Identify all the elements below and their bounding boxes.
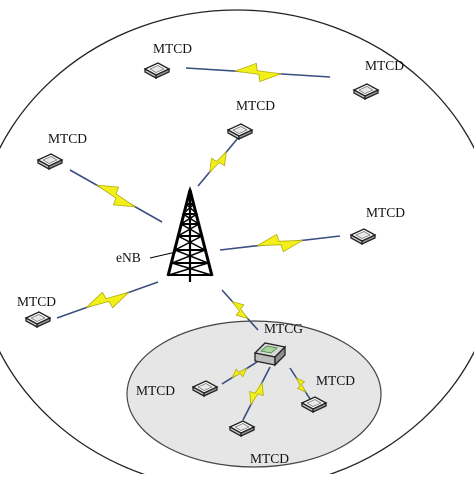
device-icon [37, 153, 63, 170]
enb-label: eNB [116, 250, 141, 265]
lightning-bolt-icon [86, 291, 129, 309]
device-label: MTCD [17, 294, 56, 309]
device-icon [227, 123, 253, 140]
gateway-label: MTCG [264, 321, 303, 336]
device-label: MTCD [250, 451, 289, 466]
device-label: MTCD [136, 383, 175, 398]
device-label: MTCD [365, 58, 404, 73]
gateway-router-icon [253, 342, 287, 367]
device-label: MTCD [236, 98, 275, 113]
enb-tower-icon [166, 186, 214, 282]
macro-cell-boundary [0, 9, 474, 479]
lightning-bolt-icon [231, 367, 248, 379]
lightning-bolt-icon [249, 381, 264, 406]
lightning-bolt-icon [96, 184, 136, 208]
device-icon [350, 228, 376, 245]
lightning-bolt-icon [295, 377, 307, 393]
device-label: MTCD [316, 373, 355, 388]
lightning-bolt-icon [231, 300, 249, 320]
device-label: MTCD [153, 41, 192, 56]
device-icon [144, 62, 170, 79]
device-icon [353, 83, 379, 100]
device-icon [25, 311, 51, 328]
lightning-bolt-icon [256, 233, 304, 253]
enb-label-leader [149, 251, 177, 259]
lightning-bolt-icon [234, 62, 282, 83]
lightning-bolt-icon [209, 150, 227, 174]
device-label: MTCD [48, 131, 87, 146]
wireless-links [56, 62, 341, 421]
device-label: MTCD [366, 205, 405, 220]
